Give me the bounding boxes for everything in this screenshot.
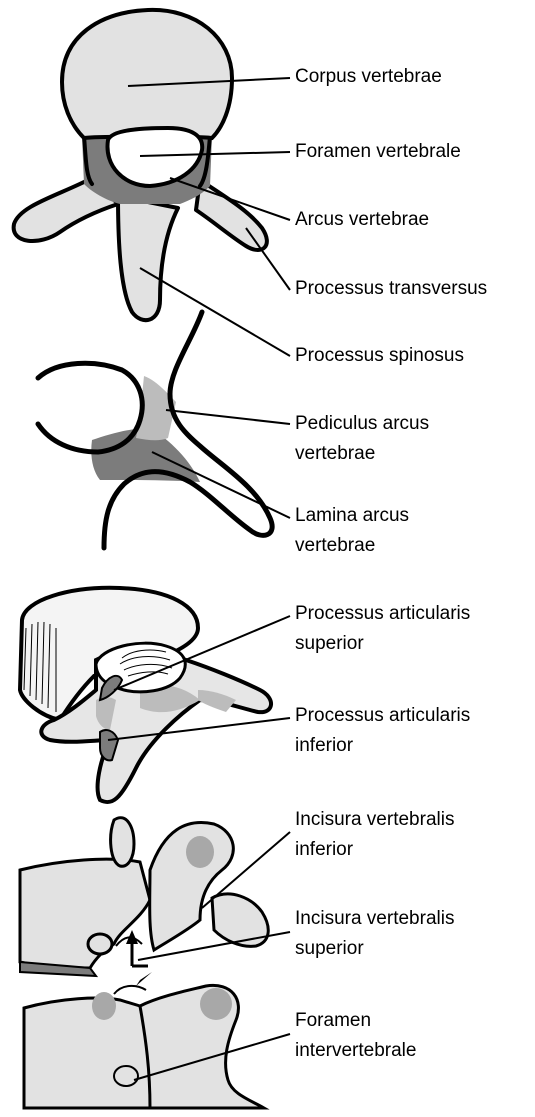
lower-vertebra [24, 998, 152, 1108]
label-foramen-intervertebrale: Foramen intervertebrale [295, 1006, 416, 1066]
upper-transverse-stub [111, 818, 134, 867]
label-incisura-vertebralis-inferior: Incisura vertebralis inferior [295, 805, 454, 865]
vertebral-body [62, 10, 232, 138]
vertebra-oblique-view [20, 588, 271, 802]
incisura-notch-superior [114, 986, 146, 994]
label-fi-line2: intervertebrale [295, 1036, 416, 1066]
label-pediculus-line2: vertebrae [295, 439, 429, 469]
foramen-outline-close [38, 363, 142, 452]
label-incisura-vertebralis-superior: Incisura vertebralis superior [295, 904, 454, 964]
label-fi-line1: Foramen [295, 1006, 416, 1036]
label-processus-articularis-superior: Processus articularis superior [295, 599, 470, 659]
label-pai-line2: inferior [295, 731, 470, 761]
label-arcus-vertebrae: Arcus vertebrae [295, 205, 429, 235]
label-pediculus-line1: Pediculus arcus [295, 409, 429, 439]
label-pai-line1: Processus articularis [295, 701, 470, 731]
spinous-process [118, 196, 178, 320]
arch-detail-view [38, 312, 272, 548]
vertebrae-lateral-view [20, 818, 268, 1108]
label-pas-line2: superior [295, 629, 470, 659]
label-lamina-arcus-vertebrae: Lamina arcus vertebrae [295, 501, 409, 561]
label-processus-transversus: Processus transversus [295, 274, 487, 304]
label-pediculus-arcus-vertebrae: Pediculus arcus vertebrae [295, 409, 429, 469]
label-ivs-line2: superior [295, 934, 454, 964]
label-ivs-line1: Incisura vertebralis [295, 904, 454, 934]
label-lamina-line1: Lamina arcus [295, 501, 409, 531]
label-processus-articularis-inferior: Processus articularis inferior [295, 701, 470, 761]
label-lamina-line2: vertebrae [295, 531, 409, 561]
label-corpus-vertebrae: Corpus vertebrae [295, 62, 442, 92]
label-processus-spinosus: Processus spinosus [295, 341, 464, 371]
label-foramen-vertebrale: Foramen vertebrale [295, 137, 461, 167]
vertebra-top-view [14, 10, 267, 320]
label-ivi-line1: Incisura vertebralis [295, 805, 454, 835]
label-ivi-line2: inferior [295, 835, 454, 865]
label-pas-line1: Processus articularis [295, 599, 470, 629]
